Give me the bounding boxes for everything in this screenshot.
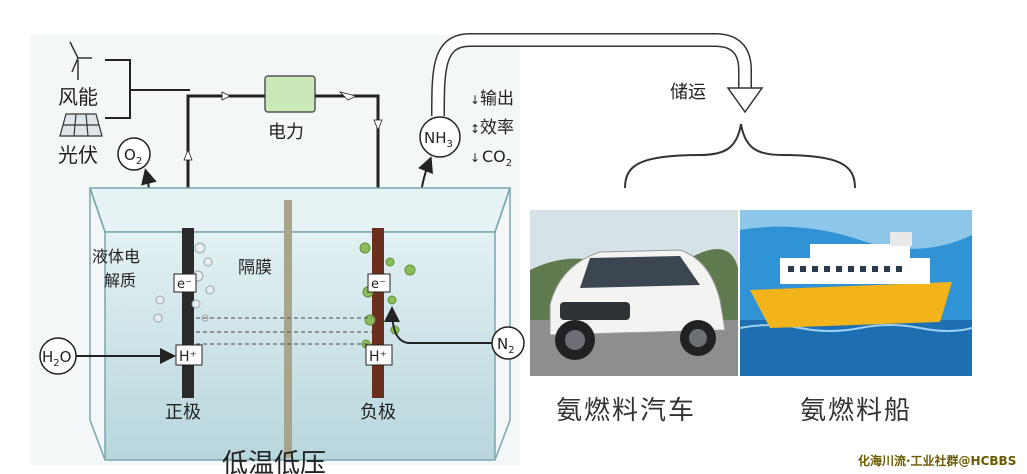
ship-caption: 氨燃料船: [800, 396, 913, 426]
nh3-subscript: 3: [447, 139, 453, 150]
wind-label: 风能: [58, 85, 98, 109]
storage-arrow-fill: [432, 34, 751, 117]
condition-label: 低温低压: [222, 449, 326, 474]
current-arrow-left: [221, 91, 231, 101]
ammonia-car-photo: [530, 210, 738, 376]
cathode-label: 负极: [360, 402, 396, 423]
watermark: 化海川流·工业社群@HCBBS: [858, 454, 1017, 468]
membrane: [284, 200, 292, 458]
solar-label: 光伏: [58, 143, 98, 167]
electron-label-left: e⁻: [177, 277, 192, 292]
proton-migration-paths: [196, 317, 372, 345]
car-caption: 氨燃料汽车: [556, 396, 697, 426]
curly-brace: [624, 123, 856, 189]
nh3-label: NH: [424, 129, 447, 147]
down-arrow-icon: ↓: [470, 151, 480, 165]
co2-subscript: 2: [506, 158, 512, 169]
storage-label: 储运: [670, 82, 706, 103]
o2-circle: [117, 137, 151, 171]
o2-subscript: 2: [136, 156, 142, 167]
solar-panel-icon: [59, 113, 103, 137]
proton-label-left: H⁺: [179, 349, 197, 365]
cathode-electrode: [372, 228, 384, 398]
electron-label-right: e⁻: [371, 277, 386, 292]
up-arrow-icon: ↓: [470, 93, 480, 107]
power-label: 电力: [268, 122, 304, 143]
wind-turbine-icon: [69, 41, 92, 80]
anode-electrode: [182, 228, 194, 398]
h2o-subscript: 2: [53, 358, 59, 369]
output-label-1: 输出: [480, 89, 514, 109]
svg-text:CO2: CO2: [482, 147, 512, 169]
anode-label: 正极: [165, 402, 201, 423]
electrolysis-tank: [88, 187, 512, 461]
output-label-2: 效率: [480, 118, 514, 138]
svg-text:NH3: NH3: [424, 129, 453, 150]
current-arrow-down-right: [373, 119, 383, 132]
nh3-circle: [419, 116, 461, 158]
source-bracket: [105, 59, 190, 119]
co2-label: CO: [482, 147, 506, 166]
h2o-tail: O: [60, 348, 72, 366]
proton-label-right: H⁺: [369, 349, 387, 365]
n2-subscript: 2: [508, 345, 514, 356]
membrane-label: 隔膜: [238, 258, 272, 278]
svg-text:N2: N2: [497, 335, 515, 356]
current-arrow-down-left: [183, 148, 193, 161]
svg-text:H2O: H2O: [42, 348, 71, 369]
updown-arrow-icon: ↕: [470, 122, 480, 136]
electrolyte-label-2: 解质: [104, 271, 136, 290]
proton-box-right: [365, 344, 393, 366]
storage-arrowhead: [726, 87, 764, 114]
o2-label: O: [124, 146, 136, 164]
current-arrow-right: [338, 91, 358, 101]
ammonia-ship-photo: [740, 210, 972, 376]
h2o-label: H: [42, 348, 53, 366]
svg-text:O2: O2: [124, 146, 142, 167]
n2-inflow-arrow: [384, 306, 492, 344]
electron-box-left: [173, 273, 197, 293]
n2-label: N: [497, 335, 508, 353]
electrolyte-label-1: 液体电: [92, 247, 140, 266]
electron-box-right: [367, 273, 391, 293]
power-box: [264, 75, 316, 113]
proton-box-left: [175, 344, 203, 366]
